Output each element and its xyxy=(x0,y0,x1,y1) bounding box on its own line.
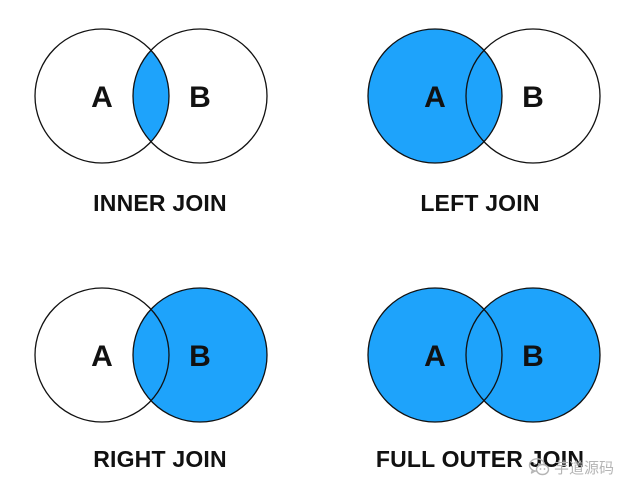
full-outer-join-circle-a-fill xyxy=(368,288,502,422)
full-outer-join-set-b-label: B xyxy=(522,340,544,373)
right-join-circle-a-fill xyxy=(35,288,169,422)
full-outer-join-panel: A B FULL OUTER JOIN xyxy=(320,248,640,496)
full-outer-join-venn: A B xyxy=(367,287,601,423)
full-outer-join-set-a-label: A xyxy=(424,340,446,373)
inner-join-circle-b-outline xyxy=(132,28,268,164)
left-join-set-b-label: B xyxy=(522,81,544,114)
right-join-set-b-label: B xyxy=(189,340,211,373)
right-join-set-a-label: A xyxy=(91,340,113,373)
right-join-circle-a-outline xyxy=(34,287,170,423)
full-outer-join-label: FULL OUTER JOIN xyxy=(375,446,585,472)
inner-join-label: INNER JOIN xyxy=(93,190,227,216)
full-outer-join-circle-b-fill xyxy=(466,288,600,422)
inner-join-venn: A B xyxy=(34,28,268,164)
right-join-circle-b-fill xyxy=(133,288,267,422)
full-outer-join-circle-a-outline xyxy=(367,287,503,423)
right-join-circle-b-outline xyxy=(132,287,268,423)
watermark: 芋道源码 xyxy=(528,454,638,480)
inner-join-set-a-label: A xyxy=(91,81,113,114)
inner-join-circle-a-fill xyxy=(35,29,169,163)
full-outer-join-circle-b-outline xyxy=(465,287,601,423)
left-join-set-a-label: A xyxy=(424,81,446,114)
left-join-label: LEFT JOIN xyxy=(420,190,540,216)
inner-join-set-b-label: B xyxy=(189,81,211,114)
left-join-panel: A B LEFT JOIN xyxy=(320,0,640,248)
inner-join-circle-b-fill xyxy=(133,29,267,163)
left-join-venn: A B xyxy=(367,28,601,164)
inner-join-circle-a-outline xyxy=(34,28,170,164)
inner-join-panel: A B INNER JOIN xyxy=(0,0,320,248)
left-join-circle-b-fill xyxy=(466,29,600,163)
left-join-circle-a-fill xyxy=(368,29,502,163)
left-join-circle-b-outline xyxy=(465,28,601,164)
right-join-panel: A B RIGHT JOIN xyxy=(0,248,320,496)
left-join-circle-a-outline xyxy=(367,28,503,164)
right-join-venn: A B xyxy=(34,287,268,423)
right-join-label: RIGHT JOIN xyxy=(93,446,227,472)
watermark-text: 芋道源码 xyxy=(554,458,615,477)
wechat-icon xyxy=(528,458,550,476)
